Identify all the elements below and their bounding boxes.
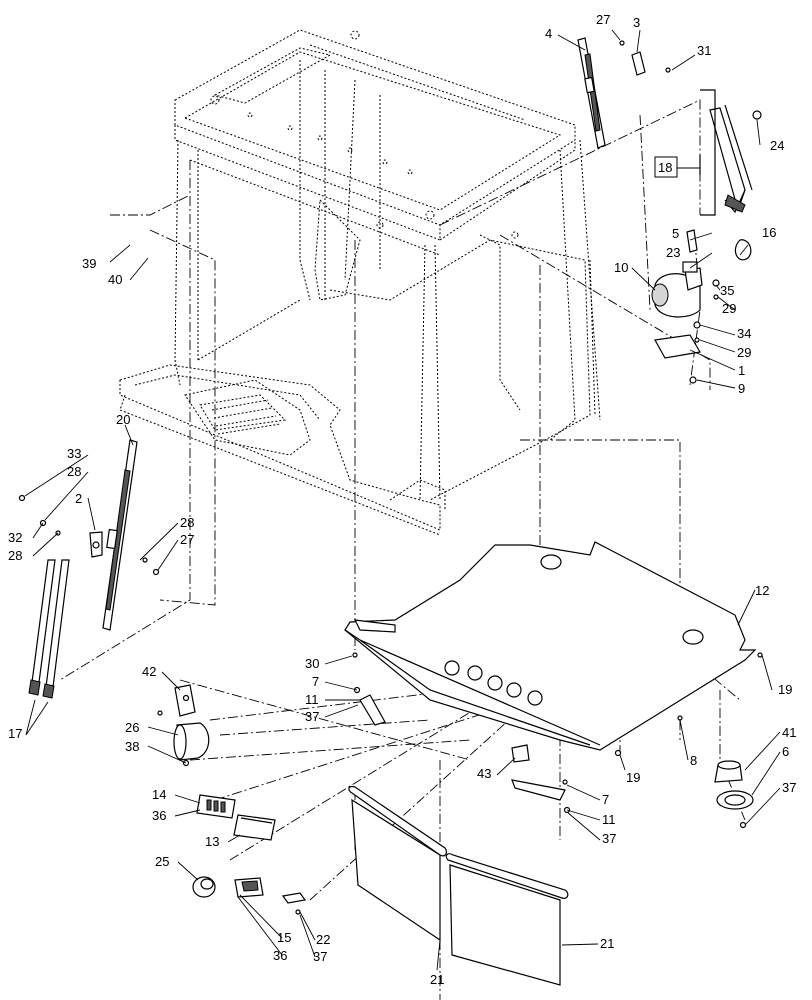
callout-27b: 27 xyxy=(180,532,194,547)
lower-small-parts xyxy=(192,744,530,915)
callout-41: 41 xyxy=(782,725,796,740)
callout-31: 31 xyxy=(697,43,711,58)
callout-14: 14 xyxy=(152,787,166,802)
callout-26: 26 xyxy=(125,720,139,735)
callout-38: 38 xyxy=(125,739,139,754)
callout-35: 35 xyxy=(720,283,734,298)
callout-11b: 11 xyxy=(602,812,616,827)
callout-43: 43 xyxy=(477,766,491,781)
callout-27: 27 xyxy=(596,12,610,27)
callout-37a: 37 xyxy=(305,709,319,724)
front-wiper-arms xyxy=(18,494,160,699)
callout-28b: 28 xyxy=(180,515,194,530)
callout-32: 32 xyxy=(8,530,22,545)
callout-4: 4 xyxy=(545,26,552,41)
rear-wiper-arm xyxy=(699,89,762,216)
callout-28c: 28 xyxy=(8,548,22,563)
rear-wiper-blade xyxy=(577,37,606,149)
callout-20: 20 xyxy=(116,412,130,427)
sun-shade-right xyxy=(445,853,569,986)
roof-panel xyxy=(344,541,757,751)
front-wiper-blade xyxy=(89,439,138,631)
dome-light xyxy=(714,760,754,829)
roof-brackets xyxy=(352,652,763,814)
callout-22: 22 xyxy=(316,932,330,947)
callout-23: 23 xyxy=(666,245,680,260)
callout-8: 8 xyxy=(690,753,697,768)
dash-grille xyxy=(211,399,281,435)
callout-21b: 21 xyxy=(430,972,444,987)
switch-bracket xyxy=(157,684,210,767)
callout-36a: 36 xyxy=(152,808,166,823)
callout-labels: 4 27 3 31 24 18 5 16 23 10 35 29 34 29 1… xyxy=(8,12,796,987)
callout-36b: 36 xyxy=(273,948,287,963)
callout-28a: 28 xyxy=(67,464,81,479)
callout-30: 30 xyxy=(305,656,319,671)
callout-12: 12 xyxy=(755,583,769,598)
callout-13: 13 xyxy=(205,834,219,849)
callout-37d: 37 xyxy=(313,949,327,964)
callout-2: 2 xyxy=(75,491,82,506)
cab-frame xyxy=(119,29,601,536)
callout-18-box xyxy=(654,156,678,178)
callout-40: 40 xyxy=(108,272,122,287)
roof-bolt-holes xyxy=(210,30,519,239)
callout-21a: 21 xyxy=(600,936,614,951)
callout-33: 33 xyxy=(67,446,81,461)
callout-19a: 19 xyxy=(778,682,792,697)
callout-37b: 37 xyxy=(782,780,796,795)
callout-39: 39 xyxy=(82,256,96,271)
sun-shade-left xyxy=(348,785,447,942)
rear-wiper-motor xyxy=(619,40,752,384)
callout-42: 42 xyxy=(142,664,156,679)
callout-6: 6 xyxy=(782,744,789,759)
callout-7a: 7 xyxy=(312,674,319,689)
callout-3: 3 xyxy=(633,15,640,30)
callout-9: 9 xyxy=(738,381,745,396)
callout-25: 25 xyxy=(155,854,169,869)
callout-29: 29 xyxy=(722,301,736,316)
callout-34: 34 xyxy=(737,326,751,341)
callout-11a: 11 xyxy=(305,692,319,707)
callout-1: 1 xyxy=(738,363,745,378)
callout-10: 10 xyxy=(614,260,628,275)
callout-17: 17 xyxy=(8,726,22,741)
callout-19b: 19 xyxy=(626,770,640,785)
callout-24: 24 xyxy=(770,138,784,153)
leader-lines xyxy=(24,29,781,971)
callout-15: 15 xyxy=(277,930,291,945)
callout-7b: 7 xyxy=(602,792,609,807)
callout-29b: 29 xyxy=(737,345,751,360)
callout-37c: 37 xyxy=(602,831,616,846)
callout-16: 16 xyxy=(762,225,776,240)
callout-18: 18 xyxy=(658,160,672,175)
callout-5: 5 xyxy=(672,226,679,241)
switch-panels xyxy=(196,794,276,841)
